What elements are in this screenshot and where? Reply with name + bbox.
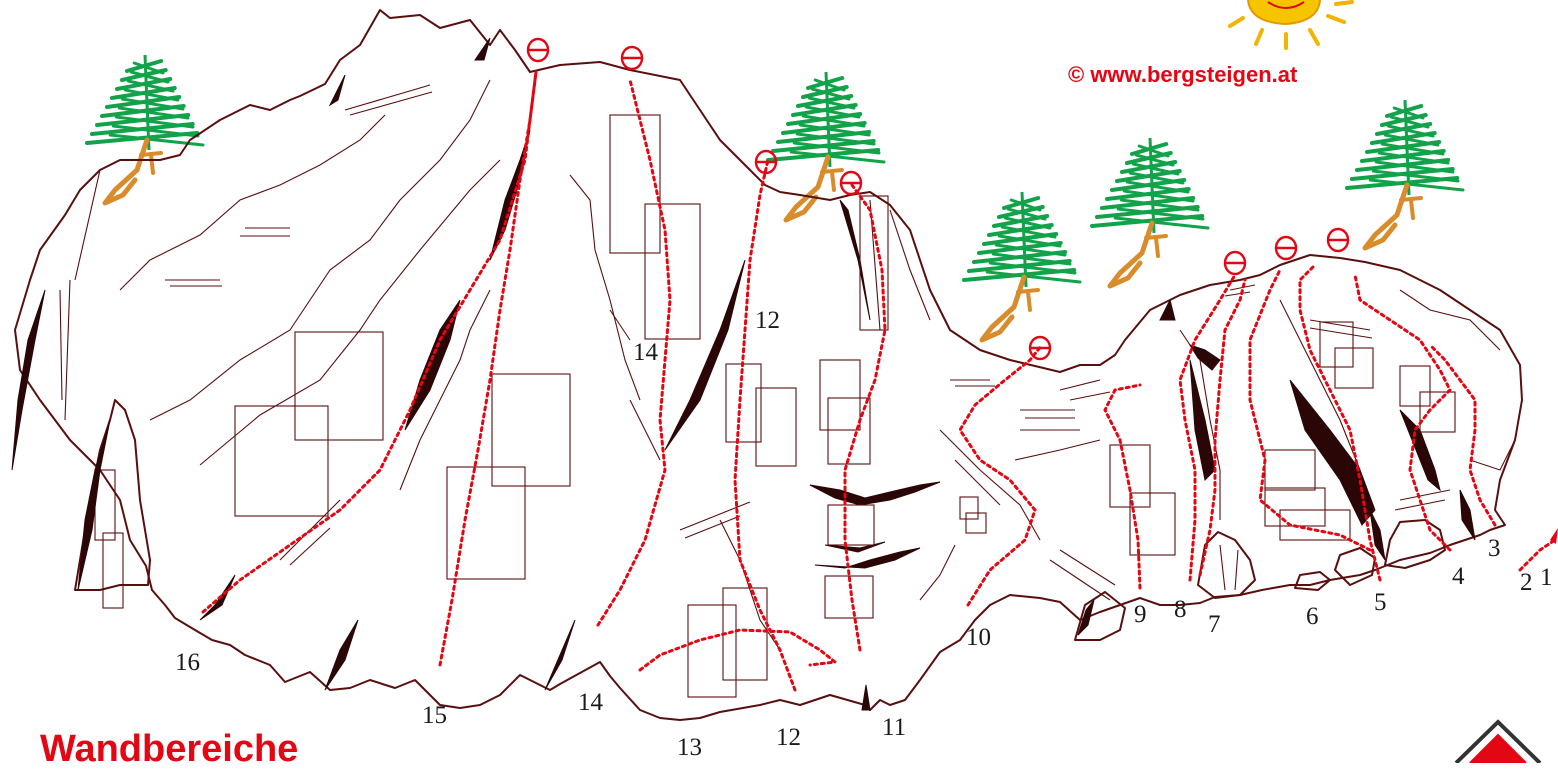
route-numbers: 1 2 3 4 5 6 7 8 9 10 11 12 13 14 15 16 1… bbox=[175, 307, 1553, 761]
route-16-line bbox=[203, 72, 536, 612]
route-12-line bbox=[735, 160, 795, 690]
logo-icon bbox=[1456, 722, 1540, 763]
route-label-14: 14 bbox=[578, 689, 604, 716]
copyright-text: © www.bergsteigen.at bbox=[1068, 62, 1297, 88]
dark-cracks bbox=[12, 38, 1475, 710]
tree-icon bbox=[1347, 100, 1463, 248]
anchor-icon bbox=[1225, 252, 1245, 274]
route-label-12: 12 bbox=[776, 724, 801, 751]
anchor-icon bbox=[1030, 337, 1050, 359]
route-13-line bbox=[640, 630, 835, 670]
wall-label-14: 14 bbox=[633, 339, 659, 366]
route-label-16: 16 bbox=[175, 649, 200, 676]
route-label-6: 6 bbox=[1306, 603, 1319, 630]
route-label-5: 5 bbox=[1374, 589, 1387, 616]
route-label-2: 2 bbox=[1520, 569, 1533, 596]
left-pillar bbox=[75, 400, 150, 608]
tree-icon bbox=[87, 55, 203, 203]
left-wall-outline bbox=[15, 10, 1522, 720]
route-label-7: 7 bbox=[1208, 611, 1221, 638]
route-label-10: 10 bbox=[966, 624, 991, 651]
route-11-line bbox=[845, 185, 885, 650]
anchor-icon bbox=[1328, 229, 1348, 251]
anchor-icon bbox=[528, 39, 548, 61]
page-title: Wandbereiche bbox=[40, 730, 298, 768]
route-label-4: 4 bbox=[1452, 563, 1465, 590]
tree-icon bbox=[964, 192, 1080, 340]
route-lines bbox=[203, 72, 1555, 690]
route-label-9: 9 bbox=[1134, 601, 1147, 628]
route-10-line bbox=[960, 345, 1042, 605]
route-8-line bbox=[1180, 275, 1235, 580]
route-label-3: 3 bbox=[1488, 535, 1501, 562]
anchor-icon bbox=[622, 47, 642, 69]
route-label-1: 1 bbox=[1540, 564, 1553, 591]
sun-icon bbox=[1230, 0, 1352, 48]
route-label-13: 13 bbox=[677, 734, 702, 761]
rock-detail-lines bbox=[60, 80, 1515, 650]
route-label-15: 15 bbox=[422, 702, 447, 729]
route-label-11: 11 bbox=[882, 714, 906, 741]
wall-label-12: 12 bbox=[755, 307, 780, 334]
route-label-8: 8 bbox=[1174, 596, 1187, 623]
tree-icon bbox=[1092, 138, 1208, 286]
tree-icon bbox=[768, 72, 884, 220]
anchor-icon bbox=[841, 172, 861, 194]
anchor-icon bbox=[1276, 237, 1296, 259]
